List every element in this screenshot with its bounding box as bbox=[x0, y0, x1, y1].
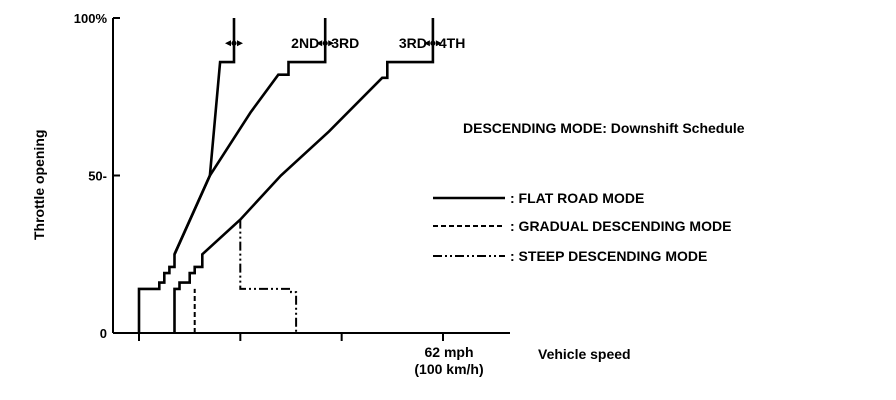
legend-label-2: : STEEP DESCENDING MODE bbox=[510, 248, 707, 264]
legend: : FLAT ROAD MODE : GRADUAL DESCENDING MOD… bbox=[433, 190, 731, 264]
series-line-2 bbox=[173, 18, 435, 333]
y-tick-label-0: 100% bbox=[74, 11, 108, 26]
shift-label-from-1: 2ND bbox=[291, 35, 319, 51]
x-label-mph: 62 mph bbox=[424, 344, 473, 360]
series-line-4 bbox=[239, 219, 298, 333]
series-line-0 bbox=[137, 18, 236, 333]
shift-arrow-right-1 bbox=[328, 40, 335, 47]
chart-title: DESCENDING MODE: Downshift Schedule bbox=[463, 120, 745, 136]
y-tick-label-2: 0 bbox=[100, 326, 107, 341]
legend-label-1: : GRADUAL DESCENDING MODE bbox=[510, 218, 731, 234]
axes: 100% 50- 0 bbox=[74, 11, 510, 341]
legend-label-0: : FLAT ROAD MODE bbox=[510, 190, 644, 206]
series-layer bbox=[137, 18, 435, 333]
shift-arrow-right-0 bbox=[237, 40, 243, 47]
y-axis-label: Throttle opening bbox=[31, 130, 47, 240]
shift-arrow-left-0 bbox=[225, 40, 231, 47]
shift-arrow-left-2 bbox=[423, 40, 430, 47]
x-label-kmh: (100 km/h) bbox=[414, 361, 483, 377]
shift-arrow-left-1 bbox=[316, 40, 323, 47]
y-tick-label-1: 50- bbox=[88, 169, 107, 184]
x-axis-label: Vehicle speed bbox=[538, 346, 631, 362]
shift-dot-0 bbox=[231, 40, 237, 46]
shift-label-to-1: 3RD bbox=[331, 35, 359, 51]
shift-dot-2 bbox=[430, 40, 436, 46]
shift-label-to-2: 4TH bbox=[439, 35, 465, 51]
shift-dot-1 bbox=[322, 40, 328, 46]
shift-label-from-2: 3RD bbox=[399, 35, 427, 51]
annotation-layer: 2ND 3RD 3RD 4TH bbox=[225, 35, 465, 51]
series-line-1 bbox=[173, 18, 327, 255]
shift-arrow-right-2 bbox=[435, 40, 442, 47]
